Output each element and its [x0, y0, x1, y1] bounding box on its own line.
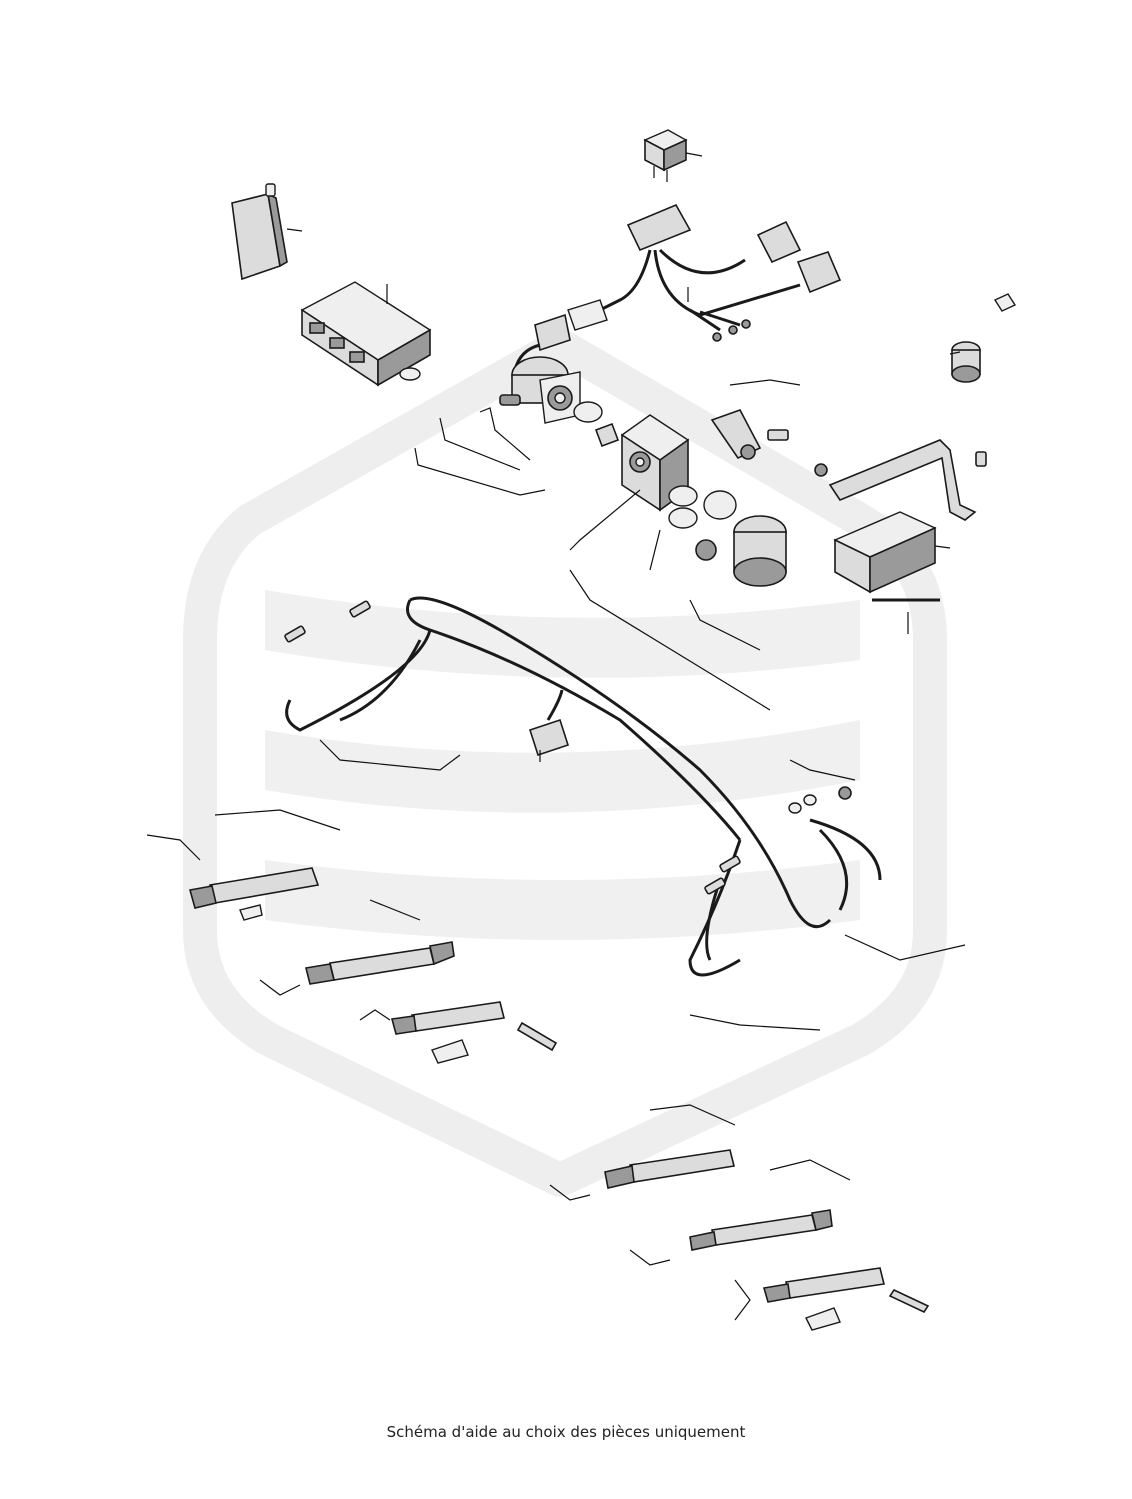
- rubber-mount-icon: [949, 293, 1017, 383]
- hydraulic-line-icon: [284, 596, 882, 977]
- sensor-icon: [710, 379, 801, 460]
- wiring-harness-icon: [534, 203, 842, 352]
- cylinder-icon: [188, 867, 930, 1331]
- watermark-logo: [183, 328, 947, 1197]
- bracket-icon: [814, 439, 987, 521]
- reservoir-icon: [695, 490, 787, 587]
- control-module-icon: [300, 281, 432, 387]
- fluid-bottle-icon: [231, 183, 303, 281]
- callout-lines: [146, 407, 966, 1321]
- pump-cover-icon: [833, 511, 951, 634]
- pump-motor-icon: [499, 343, 620, 448]
- caption: Schéma d'aide au choix des pièces unique…: [386, 1423, 746, 1441]
- relay-icon: [643, 129, 703, 182]
- switch-icon: [528, 689, 570, 762]
- valve-block-icon: [620, 414, 698, 529]
